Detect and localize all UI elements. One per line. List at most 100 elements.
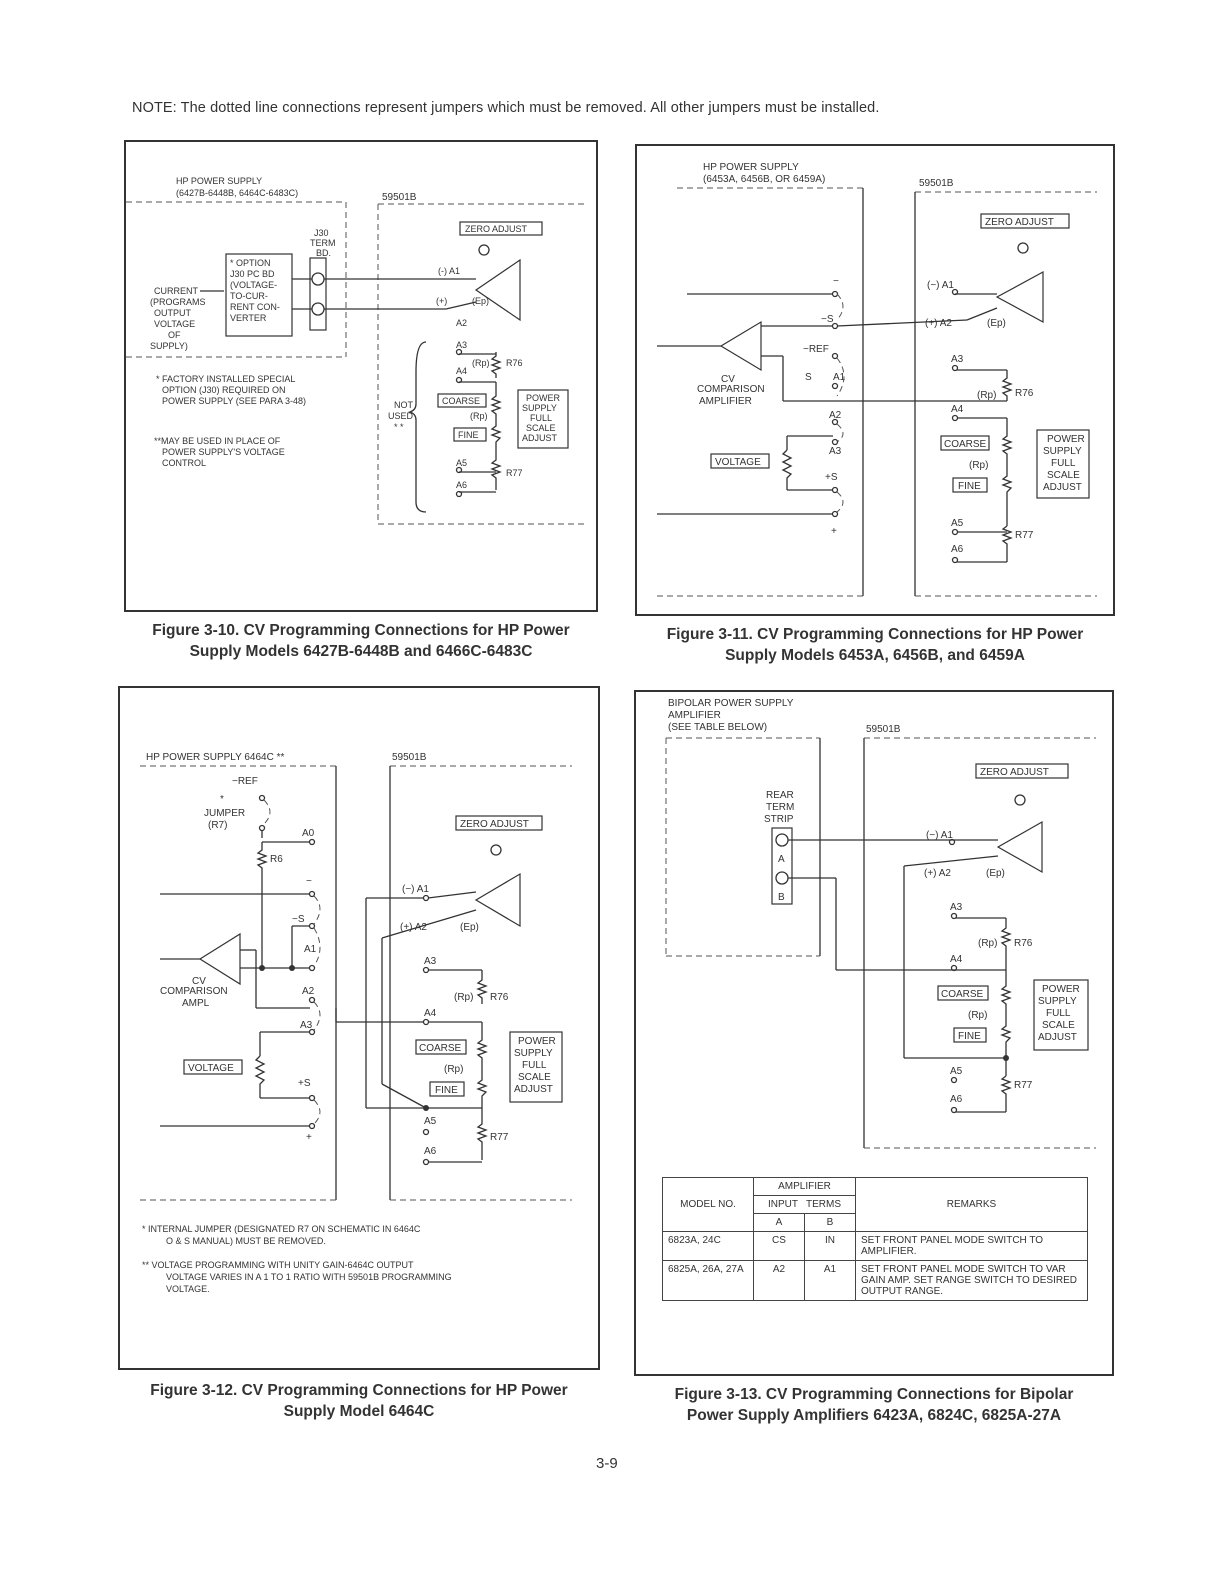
coarse-box <box>937 985 989 1001</box>
cv-label: AMPLIFIER <box>699 396 752 407</box>
cv-label: COMPARISON <box>697 384 765 395</box>
psfs-label: FULL <box>530 413 552 423</box>
amplifier-model-table: MODEL NO. AMPLIFIER REMARKS INPUT TERMS … <box>662 1177 1088 1301</box>
psfs-label: POWER <box>518 1036 556 1047</box>
plus-s-label: +S <box>298 1078 311 1089</box>
footnote-text: OPTION (J30) REQUIRED ON <box>162 385 286 395</box>
bipolar-label: AMPLIFIER <box>668 710 721 721</box>
footnote-text: VOLTAGE. <box>166 1284 210 1294</box>
option-label: (VOLTAGE- <box>230 280 277 290</box>
rp-label: (Rp) <box>968 1010 987 1021</box>
minus-s-label: −S <box>292 914 305 925</box>
coarse-box <box>415 1039 467 1055</box>
rear-terminal-strip <box>771 827 793 905</box>
cv-amplifier-triangle-icon <box>719 320 762 372</box>
coarse-box <box>940 435 990 451</box>
a3-label: A3 <box>951 354 964 365</box>
rear-term-strip-label: REAR <box>766 790 794 801</box>
rp-label: (Rp) <box>444 1064 463 1075</box>
cell-a: A2 <box>753 1260 805 1301</box>
zero-adjust-box <box>975 763 1069 779</box>
option-label: * OPTION <box>230 258 271 268</box>
terminal-b-label: B <box>778 892 785 903</box>
bipolar-label: BIPOLAR POWER SUPPLY <box>668 698 794 709</box>
current-label: OUTPUT <box>154 308 192 318</box>
minus-label: − <box>306 876 312 887</box>
rp-label: (Rp) <box>454 992 473 1003</box>
col-a: A <box>753 1213 805 1232</box>
cell-model: 6825A, 26A, 27A <box>662 1260 754 1301</box>
a6-label: A6 <box>456 480 467 490</box>
minus-s-label: −S <box>821 314 834 325</box>
current-label: SUPPLY) <box>150 341 188 351</box>
a2-label: A2 <box>302 986 315 997</box>
option-label: VERTER <box>230 313 267 323</box>
plus-label: + <box>306 1132 312 1143</box>
col-input-terms: INPUT TERMS <box>753 1195 856 1214</box>
ep-label: (Ep) <box>472 296 489 306</box>
rp-label: (Rp) <box>969 460 988 471</box>
j30-term-label: TERM <box>310 238 336 248</box>
hp-supply-models: (6427B-6448B, 6464C-6483C) <box>176 188 298 198</box>
figure-3-11-caption: Figure 3-11. CV Programming Connections … <box>635 624 1115 666</box>
power-supply-full-scale-adjust-box <box>509 1031 563 1103</box>
terminal-a-label: A <box>778 854 785 865</box>
minus-ref-label: −REF <box>232 776 258 787</box>
hp-supply-label: HP POWER SUPPLY <box>703 162 799 173</box>
voltage-label: VOLTAGE <box>188 1063 234 1074</box>
current-label: VOLTAGE <box>154 319 195 329</box>
cv-label: COMPARISON <box>160 986 228 997</box>
rp-label: (Rp) <box>977 390 996 401</box>
a1-label: (−) A1 <box>402 884 429 895</box>
ep-label: (Ep) <box>460 922 479 933</box>
a5-label: A5 <box>951 518 964 529</box>
a5-label: A5 <box>424 1116 437 1127</box>
r76-label: R76 <box>1014 938 1033 949</box>
amplifier-triangle-icon <box>995 270 1044 324</box>
not-used-label: NOT <box>394 400 414 410</box>
coarse-label: COARSE <box>944 439 987 450</box>
psfs-label: SUPPLY <box>1043 446 1082 457</box>
table-header-row: A B <box>663 1213 1088 1232</box>
adjust-pot-icon <box>478 244 490 256</box>
amplifier-triangle-icon <box>474 872 521 928</box>
psfs-label: ADJUST <box>522 433 558 443</box>
footnote-text: * FACTORY INSTALLED SPECIAL <box>156 374 295 384</box>
option-label: RENT CON- <box>230 302 280 312</box>
rp-label: (Rp) <box>470 411 488 421</box>
psfs-label: FULL <box>1051 458 1076 469</box>
zero-adjust-label: ZERO ADJUST <box>460 819 529 830</box>
psfs-label: SCALE <box>1042 1020 1075 1031</box>
fine-label: FINE <box>435 1085 458 1096</box>
col-b: B <box>804 1213 856 1232</box>
a1-label: (−) A1 <box>926 830 953 841</box>
caption-line: Supply Models 6427B-6448B and 6466C-6483… <box>189 643 533 660</box>
cv-label: CV <box>192 976 206 987</box>
adjust-pot-icon <box>490 844 502 856</box>
amplifier-triangle-icon <box>474 258 521 322</box>
rp-label: (Rp) <box>978 938 997 949</box>
input-label: INPUT <box>768 1199 798 1210</box>
a1-label: (−) A1 <box>927 280 954 291</box>
amplifier-triangle-icon <box>996 820 1043 874</box>
fine-box <box>429 1081 465 1097</box>
r7-label: (R7) <box>208 820 227 831</box>
a4-label: A4 <box>951 404 964 415</box>
option-label: J30 PC BD <box>230 269 275 279</box>
fine-box <box>952 477 988 493</box>
cell-remarks: SET FRONT PANEL MODE SWITCH TO VAR GAIN … <box>855 1260 1088 1301</box>
table-header-row: MODEL NO. AMPLIFIER REMARKS <box>662 1177 1088 1232</box>
footnote-text: **MAY BE USED IN PLACE OF <box>154 436 281 446</box>
psfs-label: ADJUST <box>514 1084 553 1095</box>
option-j30-box <box>225 253 293 337</box>
psfs-label: SUPPLY <box>522 403 557 413</box>
current-label: OF <box>168 330 181 340</box>
figure-3-10-diagram: HP POWER SUPPLY (6427B-6448B, 6464C-6483… <box>124 140 598 612</box>
caption-line: Power Supply Amplifiers 6423A, 6824C, 68… <box>686 1407 1062 1424</box>
r77-label: R77 <box>506 468 523 478</box>
plus-s-label: +S <box>825 472 838 483</box>
power-supply-full-scale-adjust-box <box>1036 429 1090 499</box>
cv-amplifier-triangle-icon <box>198 932 241 986</box>
power-supply-full-scale-adjust-box <box>1033 979 1089 1051</box>
rear-term-strip-label: TERM <box>766 802 794 813</box>
